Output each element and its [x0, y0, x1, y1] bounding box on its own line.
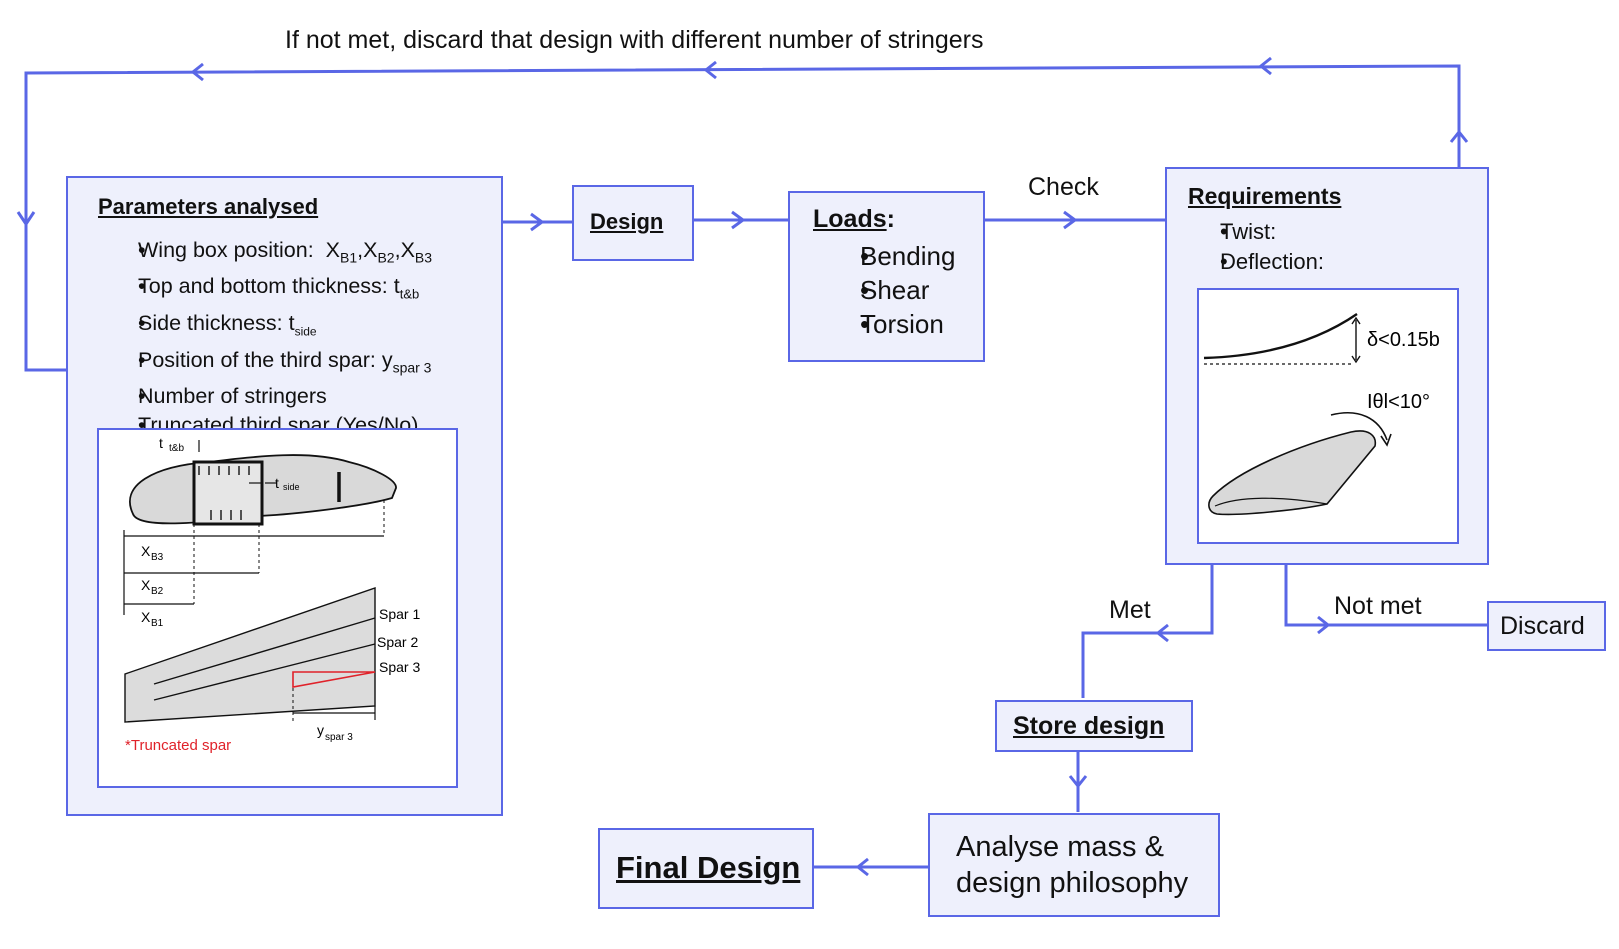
svg-text:side: side [283, 482, 300, 492]
spar-position-symbol: yspar 3 [381, 347, 432, 376]
analyse-box: Analyse mass & design philosophy [928, 813, 1220, 917]
store-design-box: Store design [995, 700, 1193, 752]
analyse-line2: design philosophy [956, 867, 1189, 899]
truncated-spar-note: *Truncated spar [125, 737, 231, 754]
bullet-text: Number of stringers [138, 384, 327, 409]
deflection-twist-sketch: δ<0.15b Iθl<10° [1203, 313, 1440, 516]
deflection-limit: δ<0.15b [1367, 329, 1440, 351]
xb1-label: X [141, 609, 151, 625]
yspar3-label: y [317, 722, 324, 738]
final-left-arrowhead [855, 857, 869, 877]
requirements-title: Requirements [1188, 183, 1342, 209]
list-item: Position of the third spar: yspar 3 [98, 346, 432, 382]
bullet-text: Top and bottom thickness: [138, 274, 388, 299]
not-met-connector [1284, 565, 1487, 627]
xb3-label: X [141, 543, 151, 559]
list-item: Twist: [1188, 217, 1324, 247]
list-item: Side thickness: tside [98, 309, 432, 346]
loads-title: Loads: [813, 205, 895, 233]
tside-label: t [275, 475, 279, 491]
ttb-label: t [159, 435, 163, 451]
loads-box: Loads: Bending Shear Torsion [788, 191, 985, 362]
discard-label: Discard [1500, 612, 1585, 640]
side-thickness-symbol: tside [288, 310, 317, 338]
loop-down-arrowhead [16, 211, 36, 227]
right-arrowhead [530, 212, 545, 232]
spar1-label: Spar 1 [379, 606, 420, 622]
met-label: Met [1109, 596, 1151, 624]
requirements-figure: δ<0.15b Iθl<10° [1197, 288, 1459, 544]
list-item: Wing box position: XB1,XB2,XB3 [98, 236, 432, 272]
list-item: Number of stringers [98, 382, 432, 411]
met-connector [1081, 565, 1214, 698]
svg-text:B1: B1 [151, 618, 164, 629]
requirements-list: Twist: Deflection: [1188, 217, 1324, 277]
not-met-label: Not met [1334, 592, 1422, 620]
list-item: Shear [813, 273, 955, 307]
loop-left-arrowhead [703, 60, 717, 80]
xb2-label: X [141, 577, 151, 593]
wing-box-sketch: t t&b t side X B3 X B2 X B1 [123, 435, 420, 754]
wing-box-figure: t t&b t side X B3 X B2 X B1 [97, 428, 458, 788]
discard-box: Discard [1487, 601, 1606, 651]
wing-box-rect [192, 460, 264, 526]
twist-limit: Iθl<10° [1367, 391, 1430, 413]
design-label: Design [590, 209, 664, 234]
parameters-list: Wing box position: XB1,XB2,XB3 Top and b… [98, 236, 432, 440]
svg-text:B3: B3 [151, 552, 164, 563]
right-arrowhead [1063, 210, 1078, 230]
svg-text:B2: B2 [151, 586, 164, 597]
spar2-label: Spar 2 [377, 634, 418, 650]
parameters-title: Parameters analysed [98, 194, 319, 219]
bullet-text: Side thickness: [138, 310, 283, 335]
svg-text:t&b: t&b [169, 443, 184, 454]
loop-up-arrowhead [1449, 129, 1469, 143]
store-design-label: Store design [1013, 712, 1165, 740]
list-item: Top and bottom thickness: tt&b [98, 272, 432, 308]
wing-sketch [1208, 430, 1377, 516]
loads-list: Bending Shear Torsion [813, 239, 955, 341]
deflected-beam [1203, 313, 1358, 360]
svg-text:spar 3: spar 3 [325, 732, 353, 743]
thickness-symbol: tt&b [393, 274, 420, 302]
down-arrowhead [1068, 775, 1088, 789]
loop-left-arrowhead [1258, 56, 1272, 76]
design-box: Design [572, 185, 694, 261]
final-design-box: Final Design [598, 828, 814, 909]
bullet-text: Wing box position: [138, 238, 314, 262]
loop-left-arrowhead [190, 62, 204, 82]
check-label: Check [1028, 173, 1099, 201]
final-design-label: Final Design [616, 850, 801, 885]
bullet-text: Position of the third spar: [138, 347, 376, 372]
loop-label: If not met, discard that design with dif… [285, 26, 984, 54]
list-item: Deflection: [1188, 247, 1324, 277]
right-arrowhead [731, 210, 746, 230]
truncated-spar [292, 671, 376, 688]
wing-box-symbols: XB1,XB2,XB3 [325, 238, 433, 266]
list-item: Torsion [813, 307, 955, 341]
not-met-right-arrowhead [1317, 615, 1331, 635]
analyse-line1: Analyse mass & [956, 831, 1164, 863]
met-left-arrowhead [1155, 623, 1169, 643]
twist-arrow [1330, 411, 1388, 441]
list-item: Bending [813, 239, 955, 273]
spar3-label: Spar 3 [379, 659, 420, 675]
